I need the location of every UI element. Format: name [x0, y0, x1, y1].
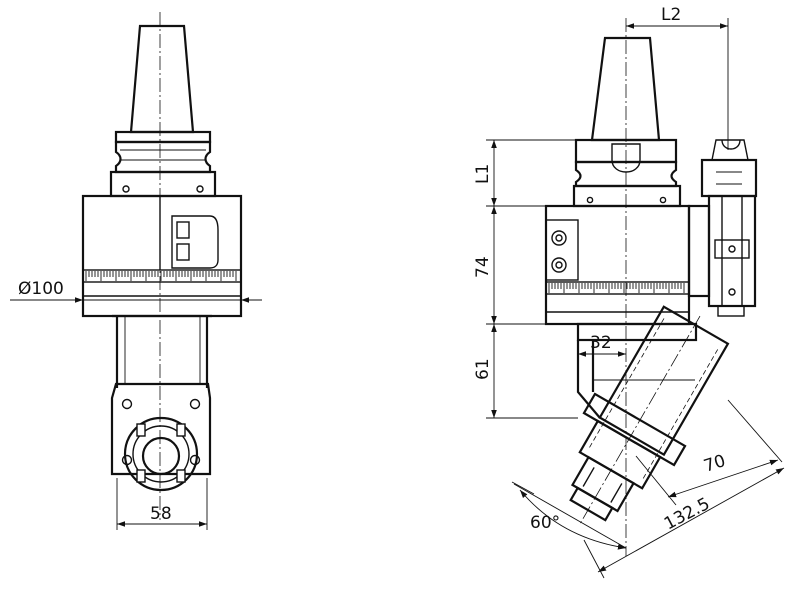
- height-74-label: 74: [473, 256, 493, 278]
- length-132-label: 132.5: [661, 494, 713, 535]
- side-stop-block: [687, 204, 711, 298]
- front-flange-top: [114, 130, 212, 144]
- front-flange-groove: [114, 140, 212, 174]
- front-view: Ø100 58: [10, 12, 262, 530]
- side-neck: [576, 340, 601, 419]
- front-scale: [82, 269, 242, 283]
- front-collet-outer: [123, 416, 199, 492]
- front-nameplate: [171, 215, 219, 269]
- L1-label: L1: [473, 164, 493, 184]
- front-collet-inner: [141, 436, 181, 476]
- offset-32-label: 32: [590, 333, 612, 353]
- length-70-label: 70: [701, 451, 728, 477]
- front-head: [110, 382, 212, 476]
- side-neck-collar: [576, 322, 698, 342]
- width-58-label: 58: [150, 504, 172, 524]
- L2-label: L2: [661, 5, 681, 25]
- side-body: [544, 204, 691, 326]
- diameter-label: Ø100: [18, 279, 64, 299]
- side-taper: [590, 36, 661, 142]
- side-view: L2 L1 74 61 32 70 132.5 60°: [473, 5, 785, 579]
- height-61-label: 61: [473, 358, 493, 380]
- side-angled-head: [569, 305, 730, 525]
- side-stop-nut: [700, 158, 758, 198]
- angle-60-label: 60°: [530, 513, 560, 533]
- front-taper: [129, 24, 195, 134]
- side-adjust-plate: [545, 219, 579, 281]
- front-neck: [112, 314, 212, 388]
